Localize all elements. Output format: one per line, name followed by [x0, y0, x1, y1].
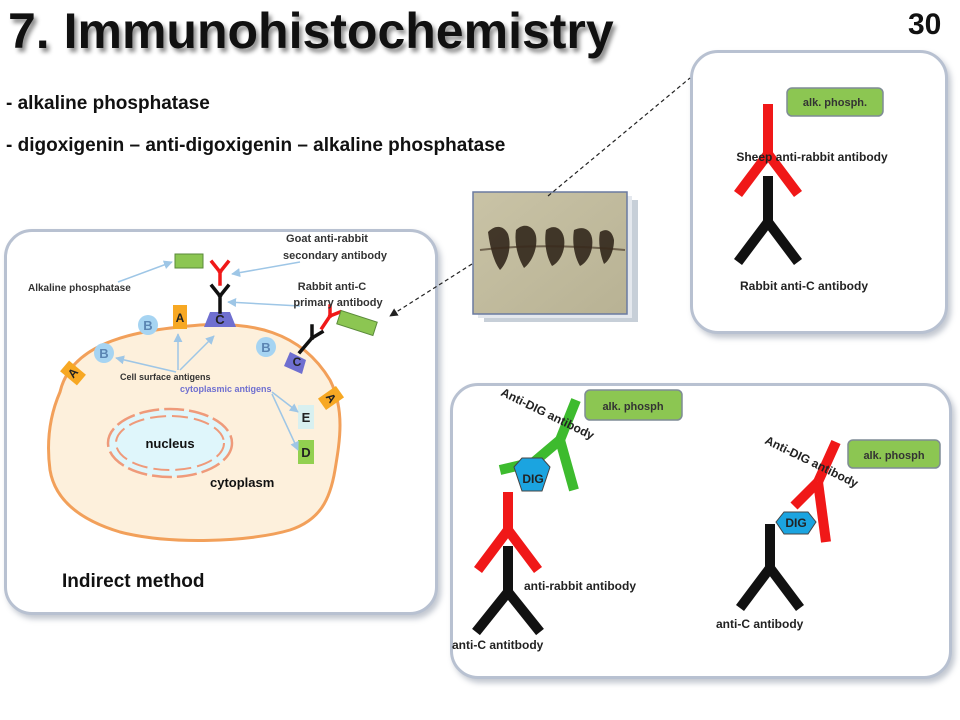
secondary-antibody-top [209, 259, 231, 286]
goat-label-line1: Goat anti-rabbit [286, 233, 368, 245]
primary-antibody-right [297, 324, 325, 355]
anti-c-label-left: anti-C antitbody [452, 638, 544, 652]
cytoplasmic-antigens-label: cytoplasmic antigens [180, 384, 272, 394]
anti-rabbit-label: anti-rabbit antibody [524, 579, 636, 593]
nucleus [106, 407, 234, 479]
secondary-antibody-right [319, 304, 343, 331]
antigen-d [298, 440, 314, 464]
antigen-a-left [60, 360, 86, 386]
enzyme-box-bl [584, 389, 683, 421]
rabbit-antibody-label: Rabbit anti-C antibody [740, 279, 868, 293]
anti-c-antibody-left [472, 546, 544, 636]
dig-label-right: DIG [785, 516, 806, 530]
antigen-b-left-label: B [99, 346, 108, 361]
sheep-anti-rabbit-antibody [734, 104, 802, 197]
anti-c-label-right: anti-C antibody [716, 617, 804, 631]
cell-surface-antigens-label: Cell surface antigens [120, 372, 211, 382]
dig-hexagon-left [513, 457, 551, 492]
antigen-c-right [284, 352, 306, 374]
dig-label-left: DIG [522, 472, 543, 486]
tissue-micrograph [472, 191, 638, 322]
antigen-b-left-top-label: B [143, 318, 152, 333]
pointer-arrows [115, 260, 301, 451]
antigen-a-right [317, 385, 345, 411]
sheep-antibody-label: Sheep anti-rabbit antibody [736, 150, 888, 164]
enzyme-box-br [847, 439, 941, 469]
antigen-b-right-label: B [261, 340, 270, 355]
antigen-b-right [256, 337, 276, 357]
antigen-e [298, 405, 314, 429]
enzyme-label-tr: alk. phosph. [803, 97, 867, 109]
anti-dig-label-left: Anti-DIG antibody [499, 385, 597, 442]
anti-rabbit-antibody-left [474, 492, 542, 573]
bullet-alkaline-phosphatase: - alkaline phosphatase [6, 93, 210, 114]
dig-hexagon-right [775, 511, 817, 535]
antigen-c-top-label: C [215, 312, 225, 327]
bullet-digoxigenin: - digoxigenin – anti-digoxigenin – alkal… [6, 135, 506, 156]
rabbit-label-line1: Rabbit anti-C [298, 281, 366, 293]
anti-c-antibody-right [736, 524, 804, 611]
slide-title: 7. Immunohistochemistry [8, 3, 614, 59]
enzyme-label-bl: alk. phosph [602, 401, 663, 413]
antigen-a-top [173, 305, 187, 329]
anti-dig-antibody-right [790, 439, 841, 543]
leader-lines [389, 77, 691, 317]
antigen-c-top [204, 312, 236, 327]
slide-number: 30 [908, 8, 942, 41]
antigen-b-left [94, 343, 114, 363]
primary-antibody-top [209, 283, 231, 314]
indirect-method-label: Indirect method [62, 571, 205, 592]
enzyme-box-top [174, 253, 204, 269]
enzyme-box-right [336, 309, 378, 337]
antigen-b-left-top [138, 315, 158, 335]
nucleus-label: nucleus [145, 436, 194, 451]
alkaline-phosphatase-label: Alkaline phosphatase [28, 283, 131, 294]
antigen-e-label: E [302, 410, 311, 425]
rabbit-label-line2: primary antibody [293, 297, 383, 309]
enzyme-box-tr [786, 87, 884, 117]
goat-label-line2: secondary antibody [283, 250, 388, 262]
antigen-a-top-label: A [176, 311, 185, 325]
antigen-c-right-label: C [293, 355, 302, 369]
cytoplasm-label: cytoplasm [210, 475, 274, 490]
antigen-d-label: D [301, 445, 310, 460]
rabbit-anti-c-antibody [734, 176, 802, 265]
cell [46, 323, 342, 542]
enzyme-label-br: alk. phosph [863, 450, 924, 462]
